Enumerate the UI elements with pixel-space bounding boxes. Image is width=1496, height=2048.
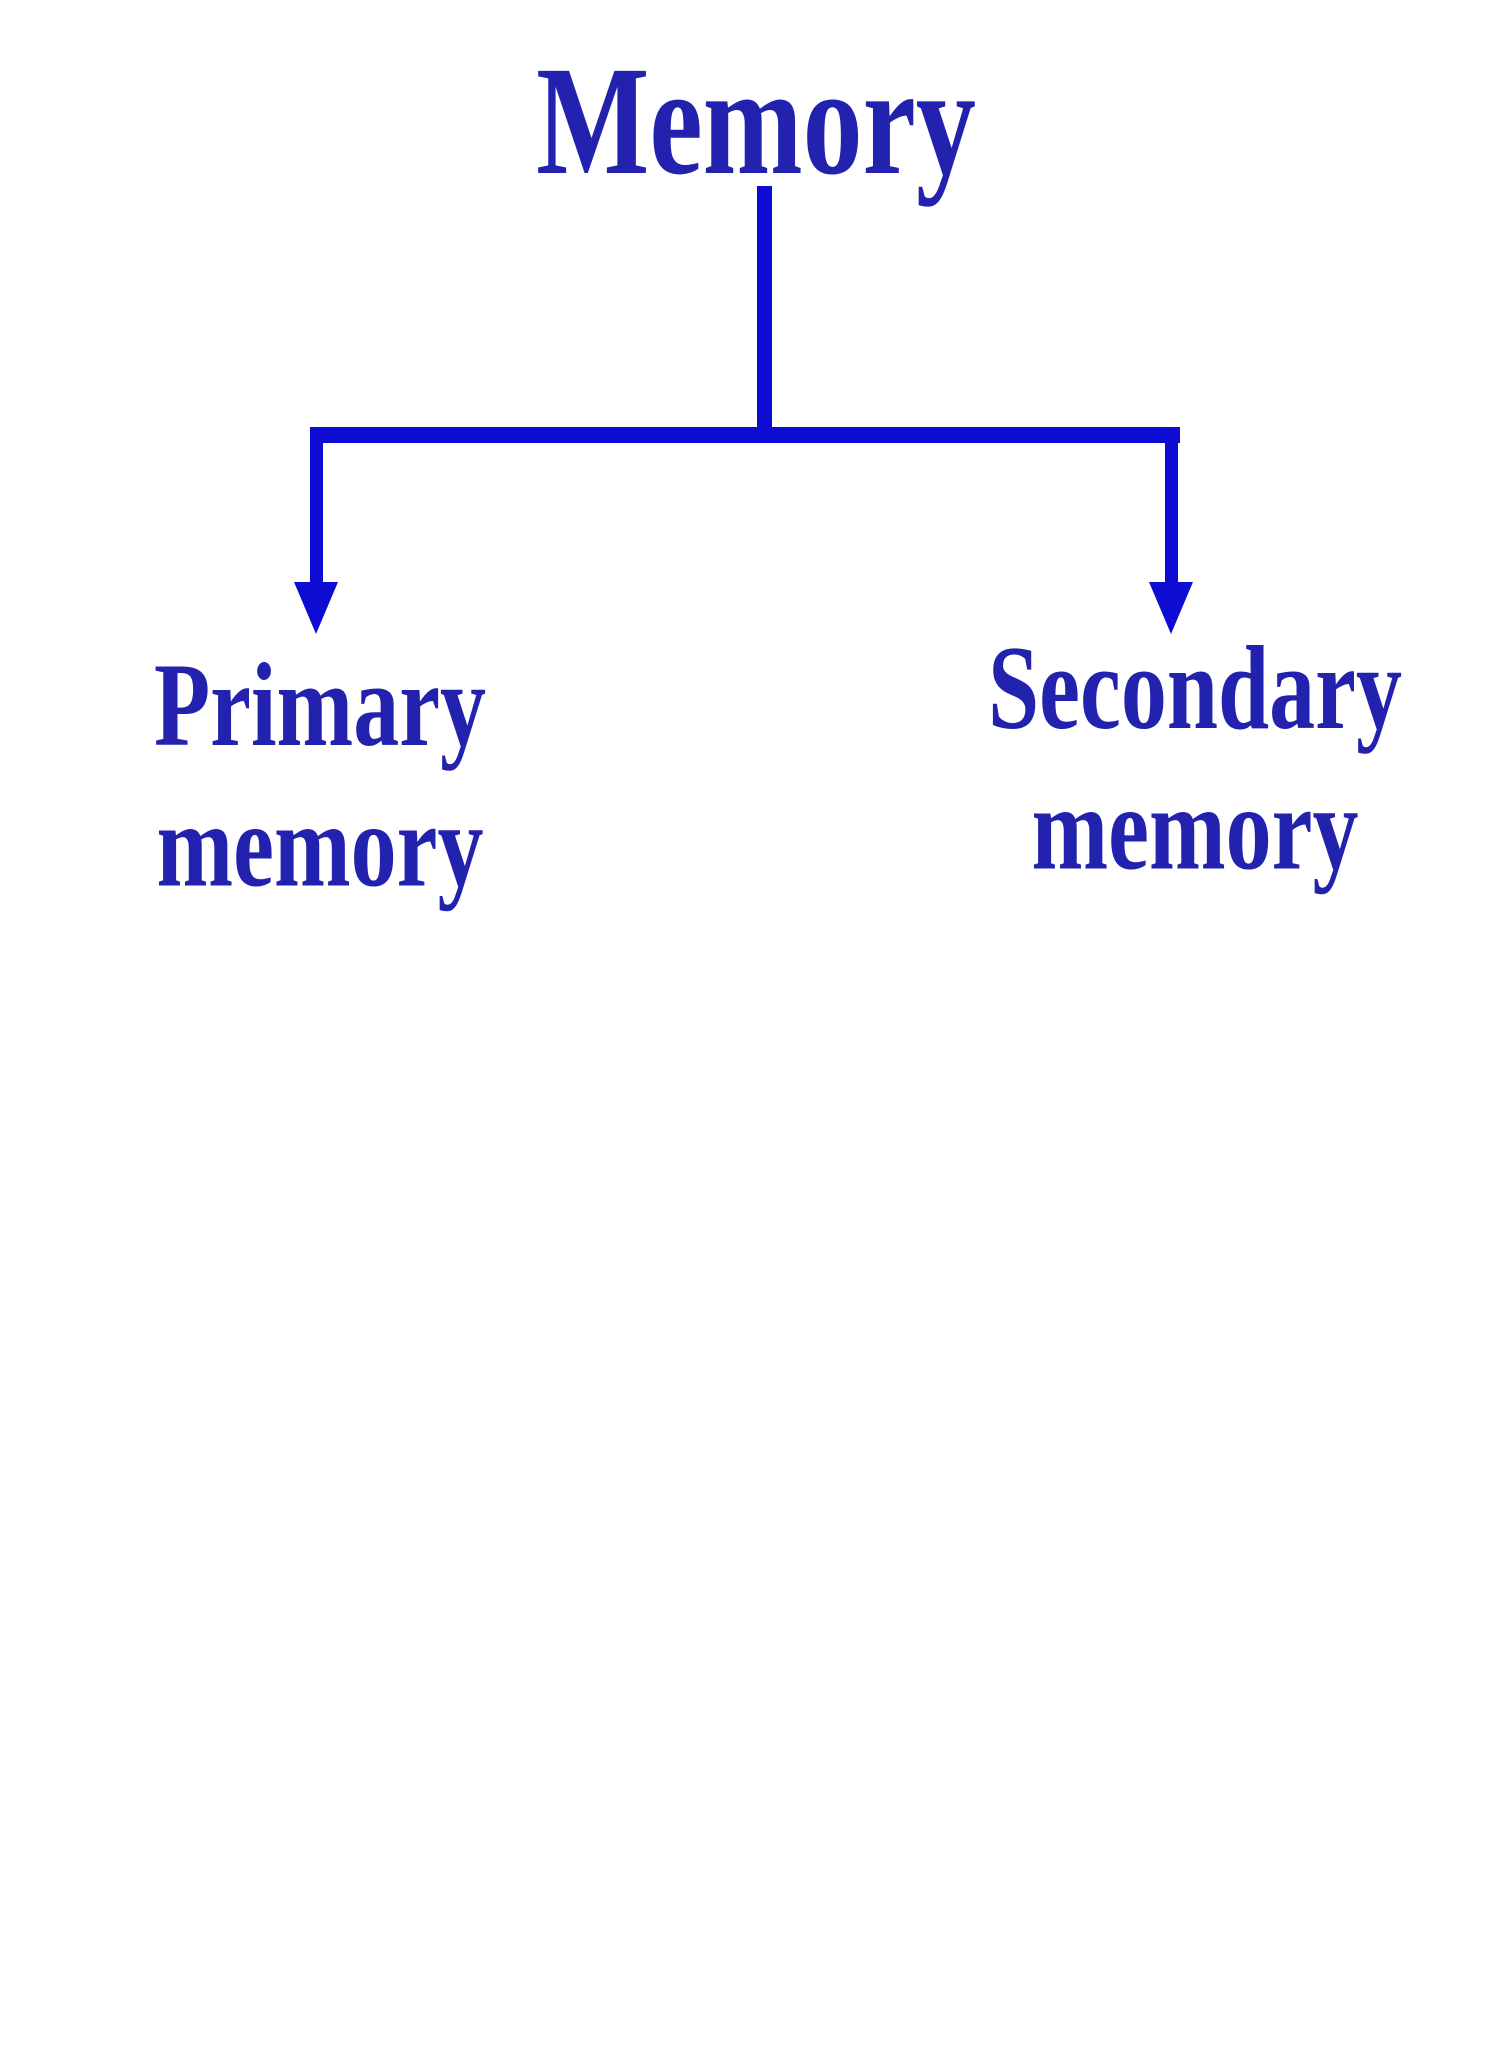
connector-left-vertical (310, 427, 323, 582)
arrow-down-left-icon (294, 582, 338, 634)
connector-root-vertical (757, 186, 772, 443)
arrow-down-right-icon (1149, 582, 1193, 634)
secondary-memory-label-line1: Secondary (988, 621, 1402, 755)
root-node-memory: Memory (536, 33, 976, 207)
primary-memory-label-line1: Primary (153, 638, 487, 772)
secondary-memory-label-line2: memory (1031, 761, 1359, 895)
connector-horizontal-rail (310, 427, 1180, 443)
child-node-secondary-memory: Secondary memory (988, 619, 1402, 899)
primary-memory-label-line2: memory (156, 778, 484, 912)
connector-right-vertical (1165, 427, 1178, 582)
child-node-primary-memory: Primary memory (154, 636, 486, 916)
